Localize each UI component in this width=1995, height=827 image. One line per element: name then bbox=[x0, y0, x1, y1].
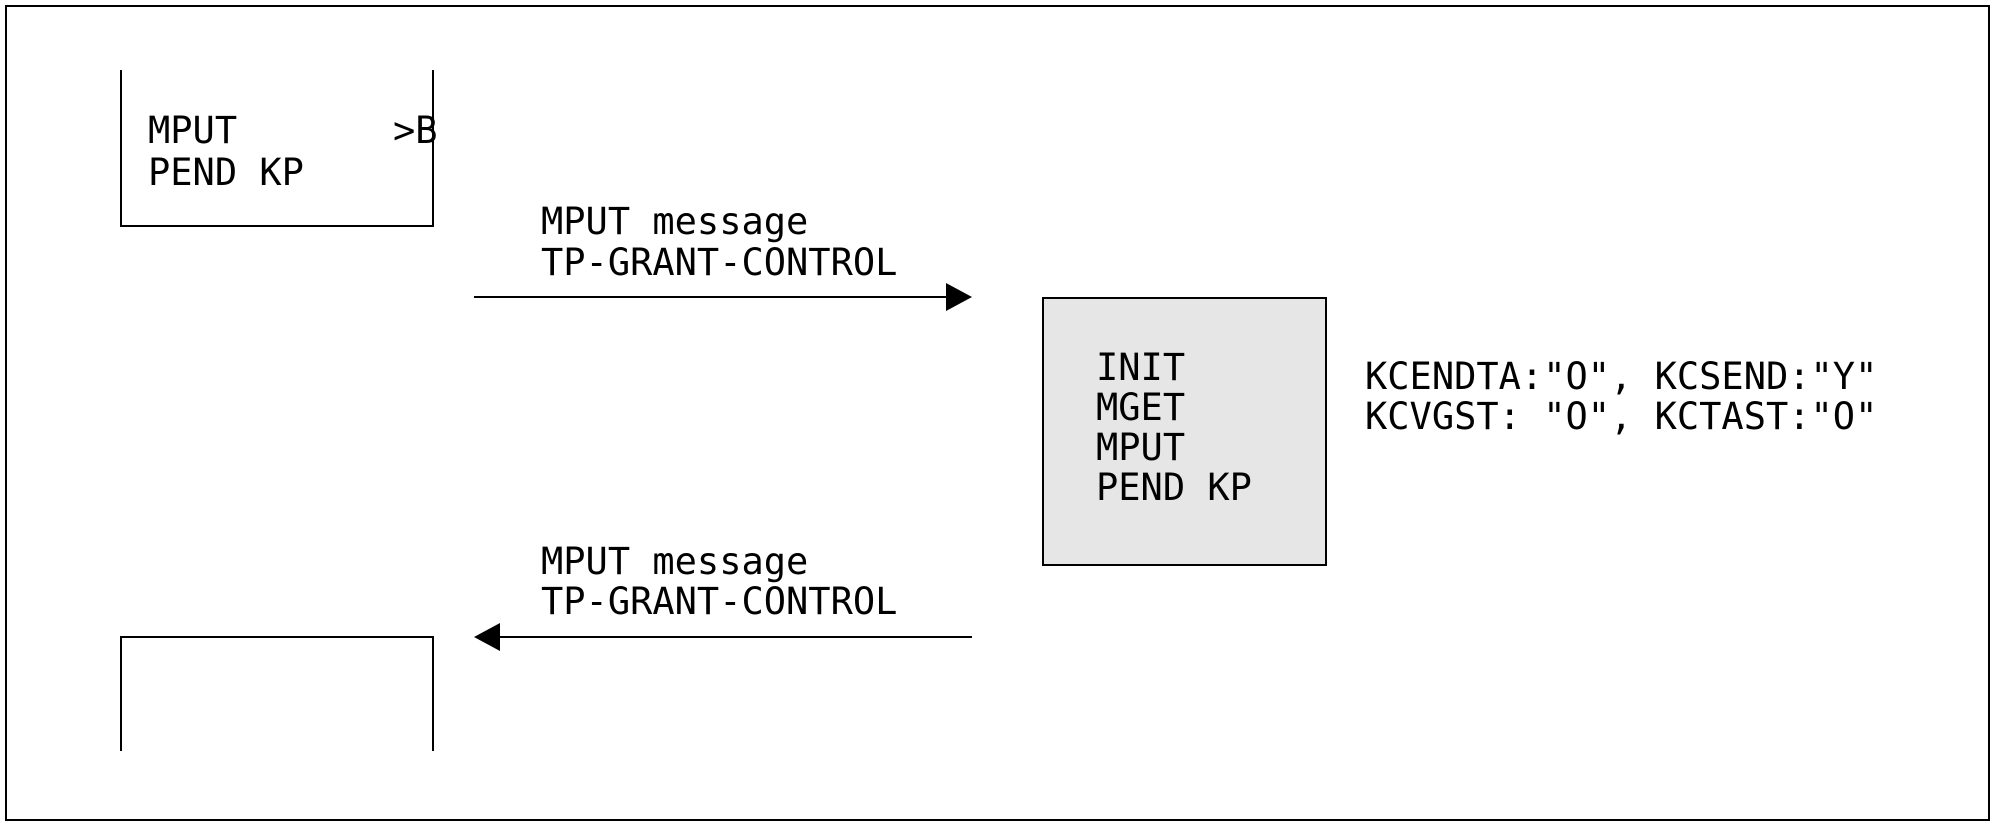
left-top-box-left-edge bbox=[120, 70, 122, 227]
status-line2: KCVGST: "O", KCTAST:"O" bbox=[1365, 395, 1878, 438]
diagram-frame bbox=[5, 5, 1990, 821]
left-top-box-line2: PEND KP bbox=[148, 151, 304, 194]
left-top-box-right-edge bbox=[432, 70, 434, 227]
arrow-left-label-line2: TP-GRANT-CONTROL bbox=[541, 580, 898, 623]
left-bottom-box-left-edge bbox=[120, 636, 122, 751]
arrow-left-label-line1: MPUT message bbox=[541, 540, 809, 583]
status-line1: KCENDTA:"O", KCSEND:"Y" bbox=[1365, 355, 1878, 398]
arrow-right-label-line1: MPUT message bbox=[541, 200, 809, 243]
arrow-right bbox=[474, 283, 972, 311]
center-box-line2: MGET bbox=[1096, 386, 1186, 429]
left-bottom-box-right-edge bbox=[432, 636, 434, 751]
left-top-box-bottom-edge bbox=[120, 225, 434, 227]
center-box bbox=[1042, 297, 1327, 566]
arrow-left bbox=[474, 623, 972, 651]
left-bottom-box-top-edge bbox=[120, 636, 434, 638]
center-box-line4: PEND KP bbox=[1096, 466, 1252, 509]
left-top-box-line1: MPUT >B bbox=[148, 109, 438, 152]
center-box-line3: MPUT bbox=[1096, 426, 1186, 469]
arrow-right-label-line2: TP-GRANT-CONTROL bbox=[541, 241, 898, 284]
center-box-line1: INIT bbox=[1096, 346, 1186, 389]
